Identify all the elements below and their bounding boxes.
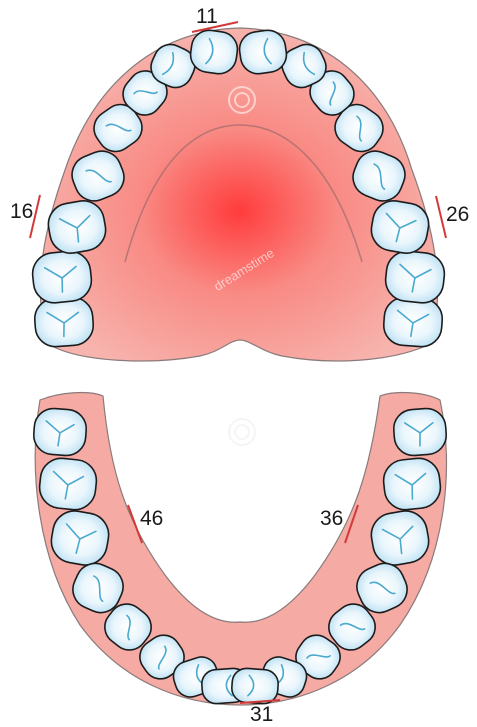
lower-tooth (231, 667, 279, 704)
upper-tooth (382, 296, 443, 348)
lower-tooth (382, 456, 443, 512)
marker-line-26 (436, 196, 446, 238)
label-tooth-26: 26 (446, 204, 469, 225)
label-tooth-11: 11 (196, 6, 218, 27)
upper-tooth (33, 296, 94, 348)
label-tooth-46: 46 (140, 508, 163, 529)
upper-tooth (31, 249, 94, 305)
upper-tooth (384, 249, 447, 305)
label-tooth-16: 16 (10, 201, 33, 222)
lower-tooth (38, 456, 99, 512)
lower-tooth (32, 407, 87, 457)
label-tooth-36: 36 (320, 508, 343, 529)
label-tooth-31: 31 (250, 704, 273, 725)
lower-tooth (392, 407, 447, 457)
